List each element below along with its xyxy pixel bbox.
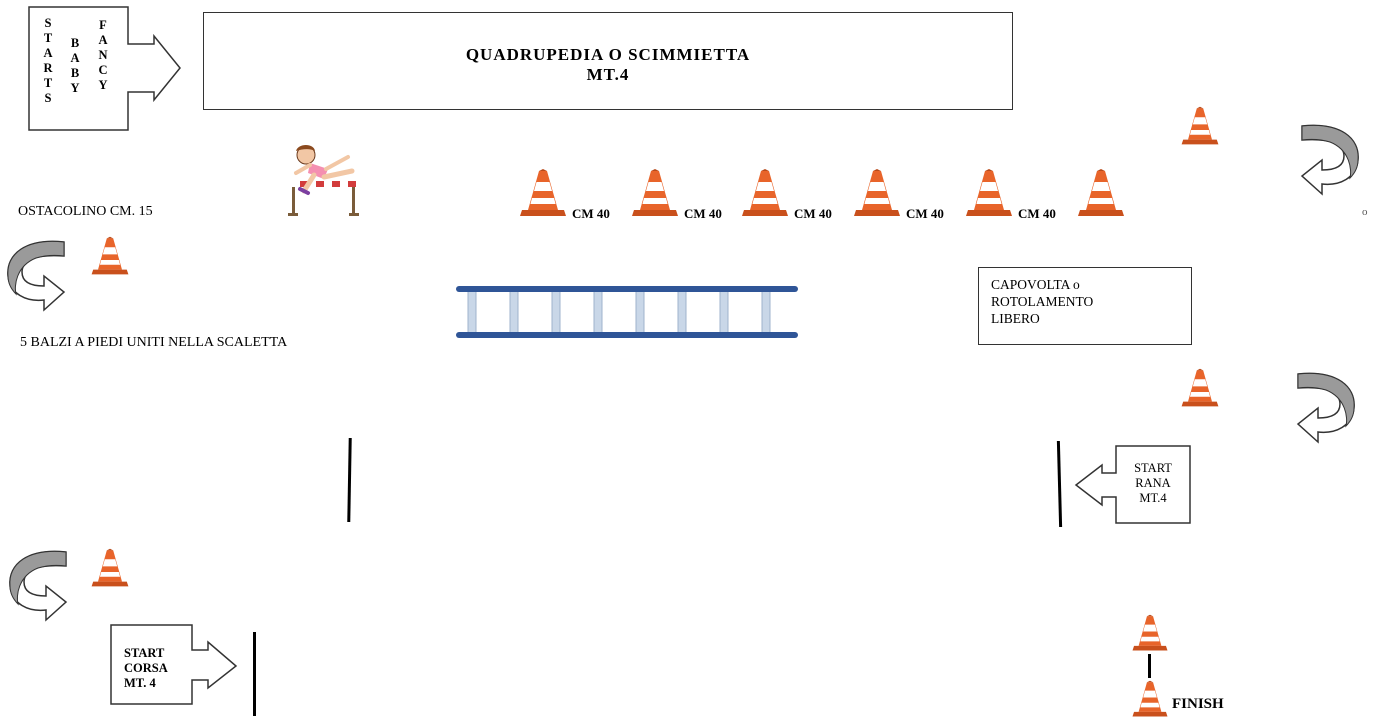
hurdle-jumper-image [288,145,359,216]
capovolta-line2: ROTOLAMENTO [991,294,1094,309]
cone-icon [1180,106,1220,146]
cone-icon [1132,680,1168,718]
cone-icon [90,236,130,276]
cone-label: CM 40 [684,206,722,221]
cone-icon [520,168,566,218]
letter: C [98,63,108,77]
line-marker [253,632,256,716]
start-rana-line2: RANA [1135,476,1171,490]
cone-icon [90,548,130,588]
small-o-label: o [1362,206,1368,218]
cone-icon [1132,614,1168,652]
letter: A [43,46,53,60]
cone-label: CM 40 [906,206,944,221]
letter: N [98,48,108,62]
start-rana-text: START RANA MT.4 [1118,461,1188,506]
finish-label: FINISH [1172,696,1224,712]
letter: R [43,61,53,75]
start-corsa-text: START CORSA MT. 4 [124,646,168,691]
start-rana-line1: START [1134,461,1172,475]
capovolta-line1: CAPOVOLTA o [991,277,1080,292]
start-rana-line3: MT.4 [1139,491,1167,505]
letter: T [43,76,53,90]
title-line2: MT.4 [586,65,630,84]
cone-icon [1180,368,1220,408]
cone-icon [854,168,900,218]
start-corsa-arrow [110,624,238,705]
letter: B [70,66,80,80]
start-corsa-line3: MT. 4 [124,676,156,690]
balzi-label: 5 BALZI A PIEDI UNITI NELLA SCALETTA [20,335,288,350]
capovolta-line3: LIBERO [991,311,1040,326]
letter: Y [70,81,80,95]
title-box: QUADRUPEDIA O SCIMMIETTA MT.4 [203,12,1013,110]
letter: S [44,91,52,105]
ostacolino-label: OSTACOLINO CM. 15 [18,204,153,219]
title-line1: QUADRUPEDIA O SCIMMIETTA [465,45,751,64]
u-turn-arrow-icon [6,546,68,626]
capovolta-box: CAPOVOLTA o ROTOLAMENTO LIBERO [978,267,1192,345]
u-turn-arrow-icon [1300,120,1362,200]
letter: F [99,18,107,32]
cone-label: CM 40 [572,206,610,221]
cone-label: CM 40 [1018,206,1056,221]
cone-icon [742,168,788,218]
letter: A [98,33,108,47]
letter: A [70,51,80,65]
finish-line-marker [1148,654,1151,678]
line-marker [347,437,352,523]
letter: B [70,36,80,50]
start-baby-fancy-arrow [28,6,181,131]
cone-icon [632,168,678,218]
u-turn-arrow-icon [1296,368,1358,448]
u-turn-arrow-icon [4,236,66,316]
cone-icon [1078,168,1124,218]
agility-ladder-image [456,286,798,338]
letter: Y [98,78,108,92]
cone-icon [966,168,1012,218]
letter: S [44,16,52,30]
letter: T [43,31,53,45]
cone-label: CM 40 [794,206,832,221]
start-rana-arrow [1074,445,1191,524]
start-corsa-line1: START [124,646,165,660]
start-corsa-line2: CORSA [124,661,168,675]
line-marker [1056,440,1063,528]
